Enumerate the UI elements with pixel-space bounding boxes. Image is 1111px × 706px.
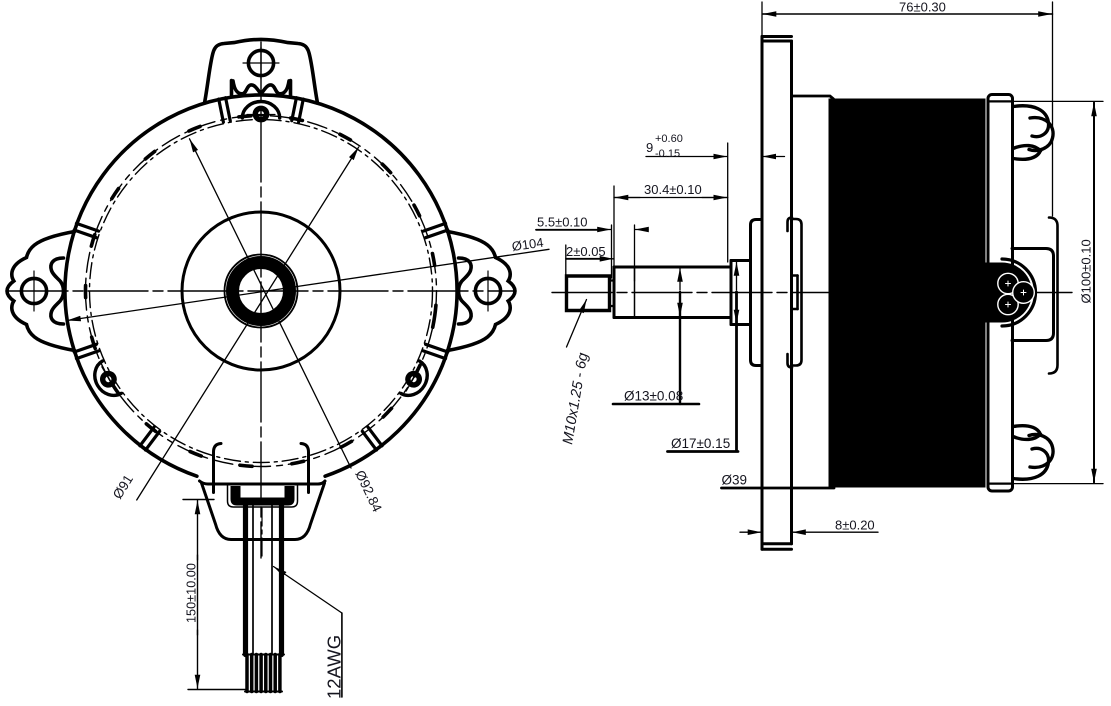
svg-text:9: 9 [646, 140, 653, 155]
svg-text:-0.15: -0.15 [655, 148, 680, 160]
svg-text:8±0.20: 8±0.20 [835, 518, 875, 533]
svg-text:76±0.30: 76±0.30 [899, 0, 946, 15]
svg-text:Ø92.84: Ø92.84 [352, 468, 385, 515]
svg-text:Ø17±0.15: Ø17±0.15 [671, 436, 730, 451]
svg-text:Ø104: Ø104 [511, 235, 545, 254]
svg-text:30.4±0.10: 30.4±0.10 [644, 182, 702, 197]
svg-text:2±0.05: 2±0.05 [566, 244, 606, 259]
svg-text:Ø13±0.08: Ø13±0.08 [624, 389, 683, 404]
svg-text:+0.60: +0.60 [655, 133, 683, 145]
svg-text:12AWG: 12AWG [324, 635, 345, 699]
svg-text:150±10.00: 150±10.00 [185, 563, 199, 623]
svg-text:Ø100±0.10: Ø100±0.10 [1079, 239, 1094, 303]
svg-text:M10x1.25 - 6g: M10x1.25 - 6g [560, 352, 591, 446]
svg-text:Ø91: Ø91 [110, 472, 136, 502]
svg-text:5.5±0.10: 5.5±0.10 [537, 215, 588, 230]
svg-text:Ø39: Ø39 [722, 472, 748, 487]
